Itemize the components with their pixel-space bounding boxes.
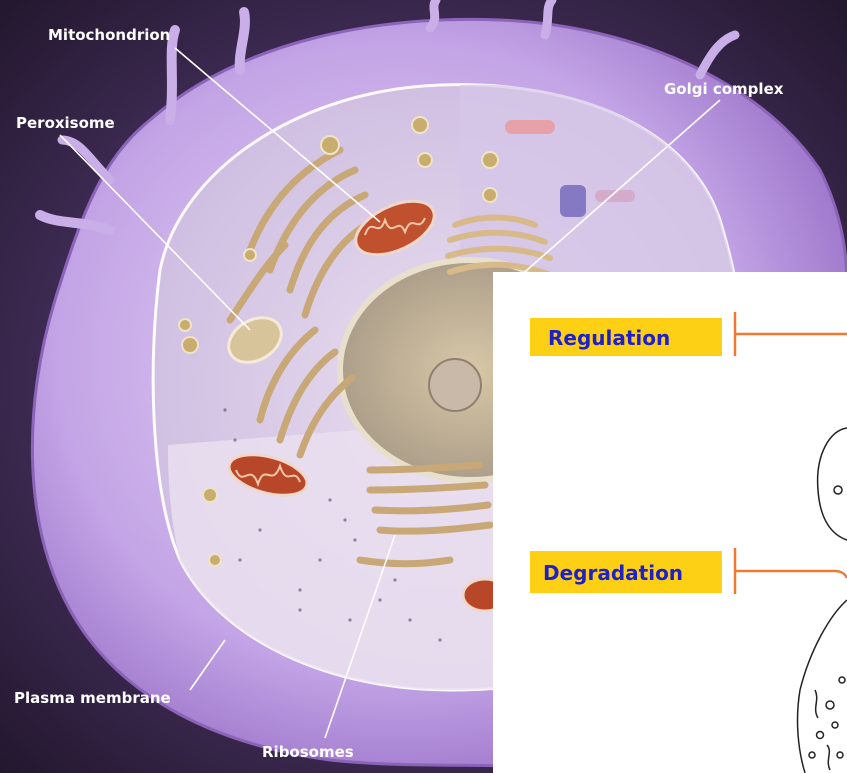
- label-plasma-membrane: Plasma membrane: [14, 689, 171, 707]
- degradation-label: Degradation: [543, 561, 683, 585]
- label-ribosomes: Ribosomes: [262, 743, 354, 761]
- label-peroxisome: Peroxisome: [16, 114, 115, 132]
- regulation-label: Regulation: [548, 326, 670, 350]
- label-mitochondrion: Mitochondrion: [48, 26, 170, 44]
- label-golgi-complex: Golgi complex: [664, 80, 784, 98]
- inset-panel: Regulation Degradation: [493, 272, 847, 773]
